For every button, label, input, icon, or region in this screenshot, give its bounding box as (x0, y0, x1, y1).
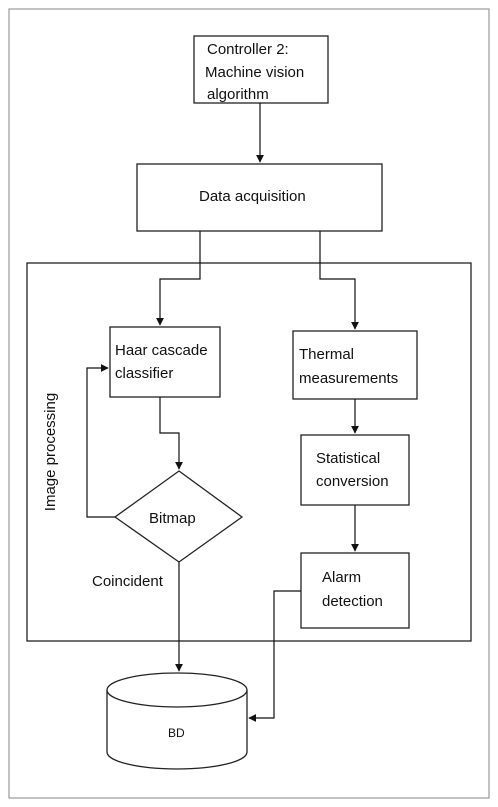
haar-classifier-box (109, 326, 221, 398)
haar-line-1: Haar cascade (115, 342, 208, 359)
alarm-line-2: detection (322, 593, 383, 610)
statistical-line-1: Statistical (316, 450, 381, 467)
edge-haar-to-bitmap (159, 397, 183, 470)
bitmap-label: Bitmap (149, 510, 196, 527)
thermal-line-1: Thermal (299, 346, 355, 363)
edge-bitmap-loop-to-haar (86, 364, 115, 518)
edge-acquisition-to-haar (156, 231, 201, 326)
image-processing-container (26, 262, 472, 642)
controller-line-3: algorithm (207, 86, 269, 103)
database-body (106, 690, 248, 770)
coincident-edge-label: Coincident (92, 573, 163, 590)
controller-line-1: Controller 2: (207, 41, 289, 58)
database-top (106, 672, 248, 708)
database-label: BD (168, 726, 185, 740)
controller-box (193, 35, 329, 104)
thermal-line-2: measurements (299, 370, 399, 387)
edge-alarm-to-database (248, 590, 301, 722)
data-acquisition-label: Data acquisition (199, 188, 306, 205)
haar-line-2: classifier (115, 365, 174, 382)
image-processing-label: Image processing (42, 393, 59, 511)
outer-frame (8, 8, 490, 799)
alarm-line-1: Alarm (322, 569, 362, 586)
thermal-measurements-box (292, 330, 418, 400)
statistical-line-2: conversion (316, 473, 389, 490)
controller-line-2: Machine vision (205, 64, 305, 81)
data-acquisition-box (136, 163, 383, 232)
edge-acquisition-to-thermal (319, 231, 359, 330)
